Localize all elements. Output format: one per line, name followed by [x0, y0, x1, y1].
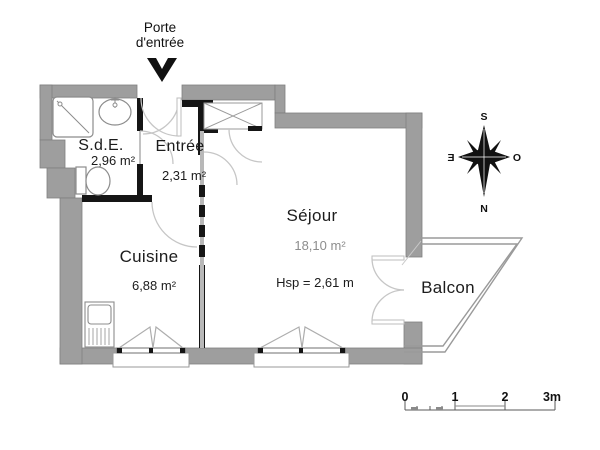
entrance-door-label-line2: d'entrée — [135, 35, 185, 51]
shower-icon — [52, 96, 94, 138]
room-label-balcon: Balcon — [421, 278, 475, 297]
exterior-walls — [39, 84, 423, 365]
door-arcs — [139, 97, 405, 325]
entrance-closet — [203, 102, 263, 131]
scale-label-0: 0 — [401, 390, 409, 404]
compass-rose-icon: S N E O — [447, 111, 521, 215]
entrance-door-label-line1: Porte — [143, 20, 177, 35]
entrance-arrow-icon — [147, 58, 177, 82]
sde-door-arc — [139, 130, 174, 165]
cuisine-door-arc — [151, 201, 198, 248]
kitchen-window — [112, 325, 190, 368]
partition-dashed-wall — [139, 131, 205, 348]
compass-north-label: N — [480, 203, 488, 215]
room-area-sde: 2,96 m² — [90, 153, 136, 168]
kitchen-sink-icon — [84, 301, 115, 348]
room-area-entree: 2,31 m² — [161, 168, 207, 183]
sejour-window — [253, 326, 350, 368]
sink-icon — [98, 97, 132, 126]
room-area-sejour: 18,10 m² — [294, 238, 346, 253]
sejour-door-arc — [203, 151, 238, 186]
room-label-sejour: Séjour — [286, 206, 338, 225]
scale-label-3m: 3m — [542, 390, 562, 404]
compass-west-label: O — [513, 152, 521, 164]
entrance-door-label: Porte d'entrée — [136, 20, 184, 50]
room-area-cuisine: 6,88 m² — [131, 278, 177, 293]
ceiling-height-label: Hsp = 2,61 m — [276, 275, 354, 290]
room-label-cuisine: Cuisine — [119, 247, 179, 266]
balcony-railing — [401, 237, 524, 353]
closet-door-arc — [228, 128, 263, 163]
scale-bar — [404, 401, 556, 411]
scale-label-2: 2 — [501, 390, 509, 404]
balcony-door-arc — [371, 257, 405, 291]
scale-label-1: 1 — [451, 390, 459, 404]
entrance-door-arc — [140, 97, 180, 137]
compass-south-label: S — [480, 111, 487, 123]
room-label-sde: S.d.E. — [78, 137, 124, 154]
room-label-entree: Entrée — [155, 138, 205, 155]
toilet-icon — [75, 166, 111, 196]
compass-east-label: E — [447, 152, 454, 164]
